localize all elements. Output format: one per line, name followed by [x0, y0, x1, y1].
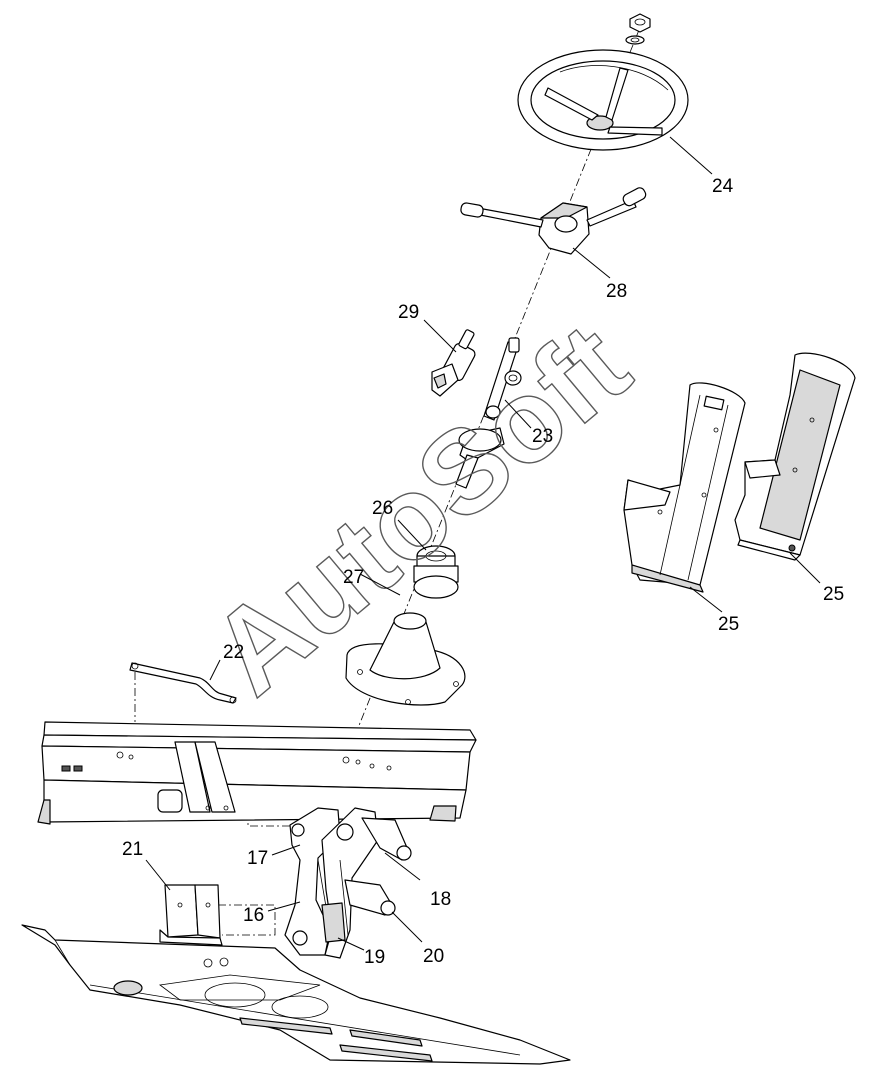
column-bellows — [413, 545, 459, 599]
column-shroud-right — [734, 352, 856, 561]
callout-leaders — [145, 136, 821, 951]
callout-20: 20 — [423, 946, 444, 967]
callout-25-right: 25 — [823, 584, 844, 605]
steering-column — [455, 337, 522, 489]
callout-19: 19 — [364, 947, 385, 968]
callout-23: 23 — [532, 426, 553, 447]
callout-18: 18 — [430, 889, 451, 910]
callout-26: 26 — [372, 498, 393, 519]
callout-21: 21 — [122, 839, 143, 860]
pedal-assembly — [284, 807, 412, 959]
steering-wheel — [517, 49, 689, 151]
callout-labels: 24 28 29 23 26 27 22 25 25 18 17 16 19 2… — [122, 176, 844, 968]
callout-24: 24 — [712, 176, 734, 197]
steering-nut — [625, 13, 651, 45]
column-boot — [345, 612, 466, 706]
column-shroud-left — [623, 382, 746, 593]
link-rod — [129, 662, 237, 704]
floor-plate — [21, 924, 571, 1065]
callout-25-left: 25 — [718, 614, 739, 635]
dashboard-crossmember — [37, 721, 477, 825]
callout-27: 27 — [343, 567, 364, 588]
combination-switch — [460, 187, 647, 255]
callout-29: 29 — [398, 302, 419, 323]
ignition-switch — [431, 329, 476, 397]
callout-22: 22 — [223, 642, 244, 663]
callout-17: 17 — [247, 848, 268, 869]
callout-28: 28 — [606, 281, 627, 302]
pedal-bracket — [159, 884, 223, 946]
callout-16: 16 — [243, 905, 264, 926]
